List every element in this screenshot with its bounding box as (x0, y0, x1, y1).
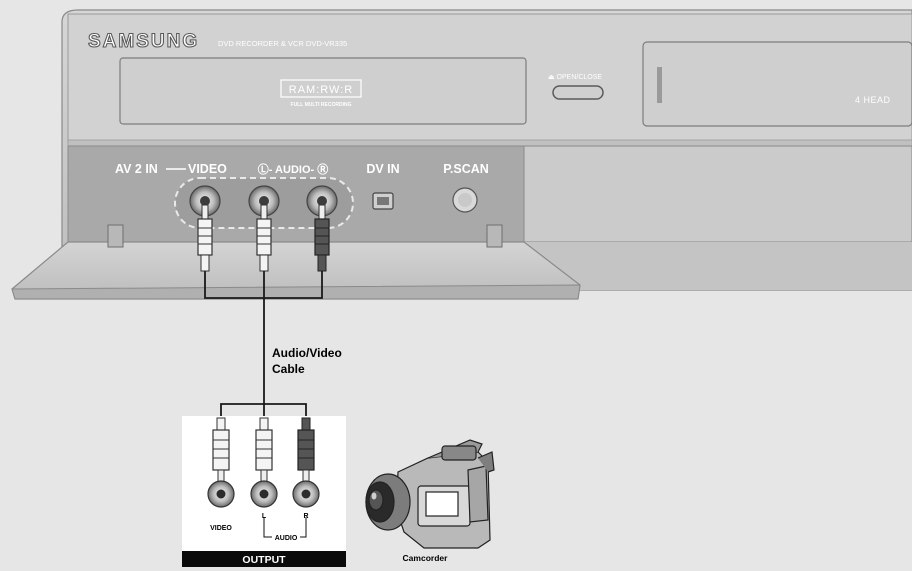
lid-hinge (486, 224, 503, 248)
output-label: OUTPUT (242, 554, 286, 566)
dv-in-port[interactable] (372, 192, 394, 210)
camcorder-video-jack[interactable] (207, 480, 235, 508)
model-label: DVD RECORDER & VCR DVD-VR335 (218, 39, 347, 48)
camcorder-video-plug (212, 417, 230, 483)
camcorder-audio-right-jack[interactable] (292, 480, 320, 508)
video-jack[interactable] (189, 185, 221, 217)
camcorder-l-label: L (262, 513, 267, 520)
cable-label-line2: Cable (272, 362, 305, 376)
lid-hinge (107, 224, 124, 248)
camcorder-label: Camcorder (403, 553, 449, 563)
vcr-slot[interactable] (642, 41, 912, 127)
av2-in-label: AV 2 IN (115, 162, 158, 176)
camcorder-icon (365, 439, 495, 549)
full-multi-recording-label: FULL MULTI RECORDING (291, 102, 352, 108)
ram-rw-r-logo: RAM:RW:R (289, 84, 353, 96)
camcorder-video-label: VIDEO (210, 525, 232, 532)
camcorder-audio-left-plug (255, 417, 273, 483)
cable-label-line1: Audio/Video (272, 346, 342, 360)
dv-in-label: DV IN (366, 162, 399, 176)
camcorder-audio-left-jack[interactable] (250, 480, 278, 508)
four-head-label: 4 HEAD (855, 95, 891, 105)
camcorder-audio-right-plug (297, 417, 315, 483)
camcorder-audio-label: AUDIO (275, 535, 298, 542)
open-close-label: ⏏ OPEN/CLOSE (548, 74, 602, 81)
audio-right-plug (314, 204, 330, 272)
video-label: VIDEO (188, 162, 227, 176)
pscan-button[interactable] (452, 187, 478, 213)
output-bar (182, 551, 346, 567)
open-close-button[interactable] (552, 85, 604, 100)
av-cable (204, 271, 323, 418)
camcorder-r-label: R (303, 513, 308, 520)
video-plug (197, 204, 213, 272)
brand-logo: SAMSUNG (88, 31, 199, 52)
pscan-label: P.SCAN (443, 162, 489, 176)
audio-left-plug (256, 204, 272, 272)
disc-tray[interactable] (119, 57, 527, 125)
audio-label: Ⓛ- AUDIO- Ⓡ (258, 162, 328, 176)
